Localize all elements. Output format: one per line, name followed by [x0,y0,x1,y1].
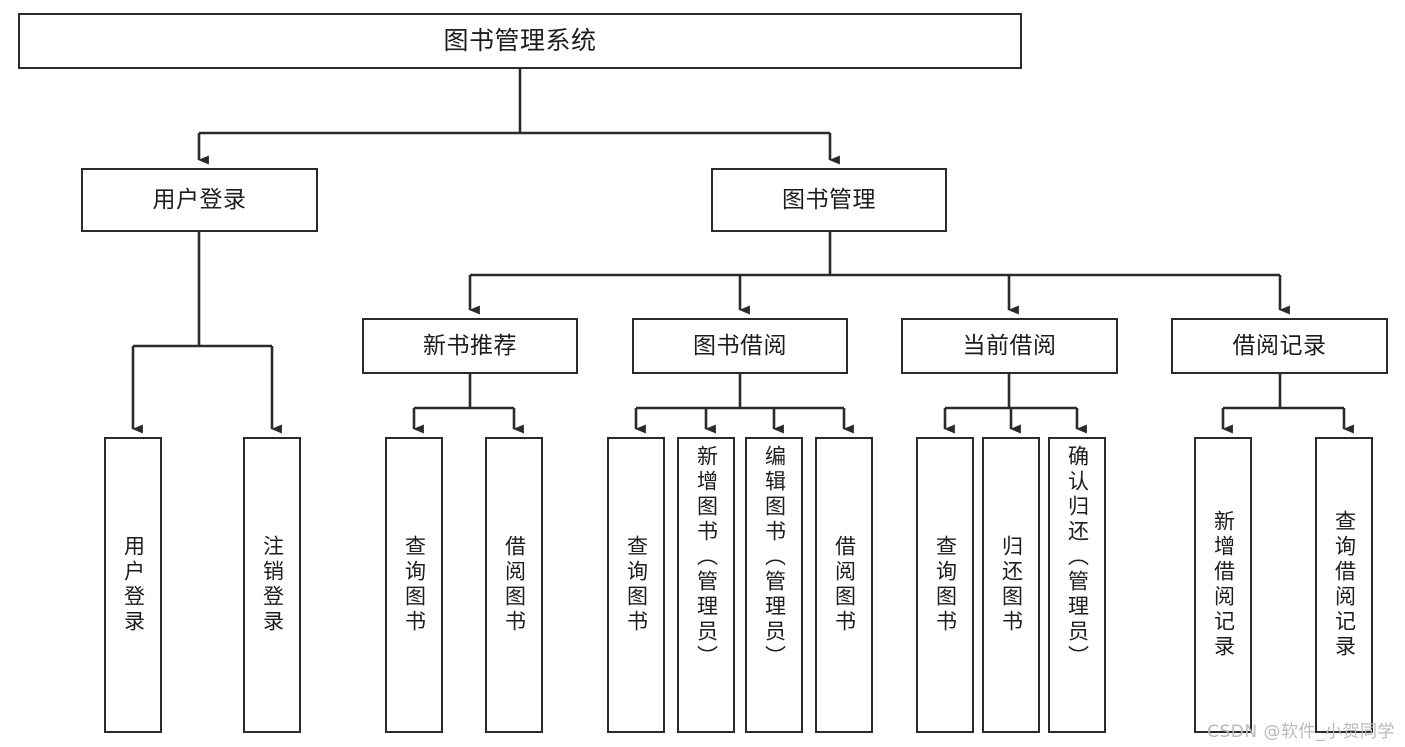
node-label: 编辑图书（管理员） [762,445,787,670]
node-label: 查询图书 [624,535,649,635]
leaf-user-login[interactable]: 用户登录 [104,437,162,733]
node-label: 归还图书 [999,535,1024,635]
leaf-current-confirm-return-admin[interactable]: 确认归还（管理员） [1048,437,1106,733]
leaf-borrow-query-book[interactable]: 查询图书 [607,437,665,733]
leaf-new-book-borrow[interactable]: 借阅图书 [485,437,543,733]
node-label: 用户登录 [121,535,146,635]
node-book-borrow[interactable]: 图书借阅 [632,318,848,374]
node-label: 新书推荐 [423,332,517,359]
csdn-watermark: CSDN @软件_小贺同学 [1207,722,1395,742]
node-borrow-record[interactable]: 借阅记录 [1171,318,1388,374]
leaf-borrow-edit-book-admin[interactable]: 编辑图书（管理员） [745,437,803,733]
node-new-book-recommend[interactable]: 新书推荐 [362,318,578,374]
node-label: 查询借阅记录 [1332,510,1357,660]
node-label: 新增借阅记录 [1211,510,1236,660]
node-label: 借阅图书 [832,535,857,635]
leaf-record-add[interactable]: 新增借阅记录 [1194,437,1252,733]
node-label: 查询图书 [933,535,958,635]
node-label: 确认归还（管理员） [1065,445,1090,670]
node-book-management-system[interactable]: 图书管理系统 [18,13,1022,69]
node-label: 注销登录 [260,535,285,635]
node-label: 图书管理 [782,186,876,213]
leaf-borrow-add-book-admin[interactable]: 新增图书（管理员） [677,437,735,733]
node-label: 图书借阅 [693,332,787,359]
node-label: 查询图书 [402,535,427,635]
leaf-current-return-book[interactable]: 归还图书 [982,437,1040,733]
node-label: 当前借阅 [962,332,1057,359]
node-label: 借阅图书 [502,535,527,635]
node-label: 用户登录 [152,186,247,213]
node-book-manage[interactable]: 图书管理 [711,168,947,232]
node-user-login[interactable]: 用户登录 [81,168,318,232]
leaf-new-book-query[interactable]: 查询图书 [385,437,443,733]
node-label: 新增图书（管理员） [694,445,719,670]
leaf-current-query-book[interactable]: 查询图书 [916,437,974,733]
leaf-record-query[interactable]: 查询借阅记录 [1315,437,1373,733]
leaf-borrow-borrow-book[interactable]: 借阅图书 [815,437,873,733]
leaf-user-logout[interactable]: 注销登录 [243,437,301,733]
node-label: 借阅记录 [1232,332,1327,359]
node-label: 图书管理系统 [443,25,597,55]
node-current-borrow[interactable]: 当前借阅 [901,318,1118,374]
